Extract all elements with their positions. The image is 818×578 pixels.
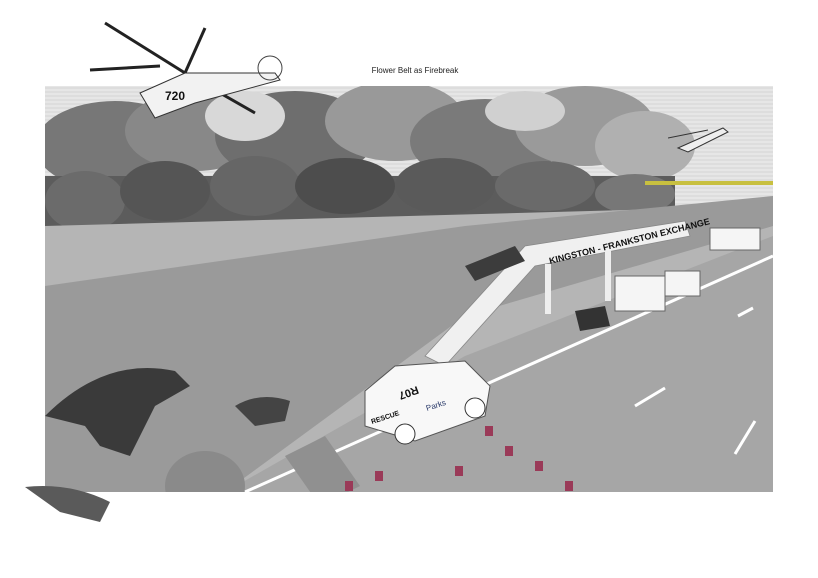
collage-frame: KINGSTON - FRANKSTON EXCHANGE R07 RESCUE… — [45, 86, 773, 492]
helicopter-number: 720 — [165, 89, 185, 103]
horses — [45, 306, 610, 456]
scene-illustration: KINGSTON - FRANKSTON EXCHANGE R07 RESCUE… — [45, 86, 773, 492]
flower-belt — [45, 196, 773, 492]
scattered-petals — [345, 426, 573, 491]
lane-mark — [733, 420, 757, 455]
smoke-clouds — [45, 86, 695, 191]
lane-mark — [634, 386, 666, 408]
hare — [20, 482, 120, 532]
rescue-ute: R07 RESCUE Parks — [364, 360, 491, 445]
helicopter-small — [668, 118, 738, 158]
emergency-trucks — [614, 227, 761, 312]
lane-mark — [737, 306, 754, 318]
page-title: Flower Belt as Firebreak — [371, 66, 459, 75]
baskets — [165, 436, 360, 492]
helicopter-large: 720 — [85, 18, 305, 158]
